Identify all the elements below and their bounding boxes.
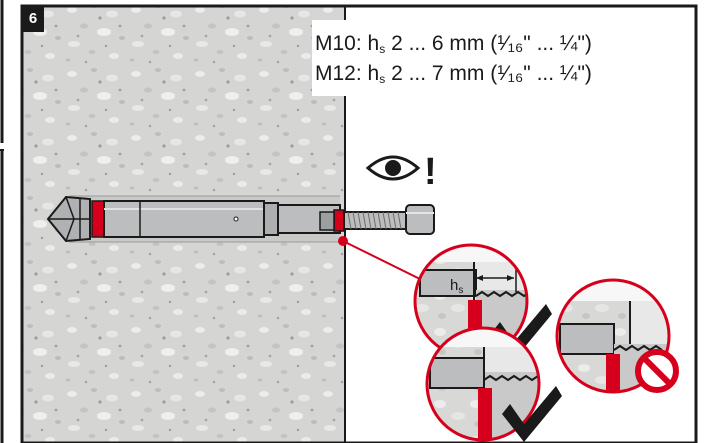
checkmark-icon (502, 386, 562, 442)
spec-line-m12: M12: hs 2 ... 7 mm (¹⁄₁₆" ... ¼") (315, 62, 592, 86)
expansion-ring (91, 200, 105, 238)
coupler-nut (405, 204, 435, 235)
detail-correct-flush (425, 326, 541, 442)
red-washer (333, 209, 345, 232)
prohibited-icon (635, 349, 679, 393)
spec-box: M10: hs 2 ... 6 mm (¹⁄₁₆" ... ¼") M12: h… (312, 20, 684, 96)
anchor-sleeve (103, 200, 265, 238)
anchor-bolt (46, 195, 435, 243)
hs-label: hs (450, 277, 463, 296)
callout-pointer (338, 236, 429, 284)
eye-icon (365, 155, 421, 181)
attention-mark: ! (424, 151, 437, 193)
spec-line-m10: M10: hs 2 ... 6 mm (¹⁄₁₆" ... ¼") (315, 32, 592, 56)
step-number: 6 (22, 6, 44, 32)
detail-measure-hs: hs (413, 243, 529, 359)
